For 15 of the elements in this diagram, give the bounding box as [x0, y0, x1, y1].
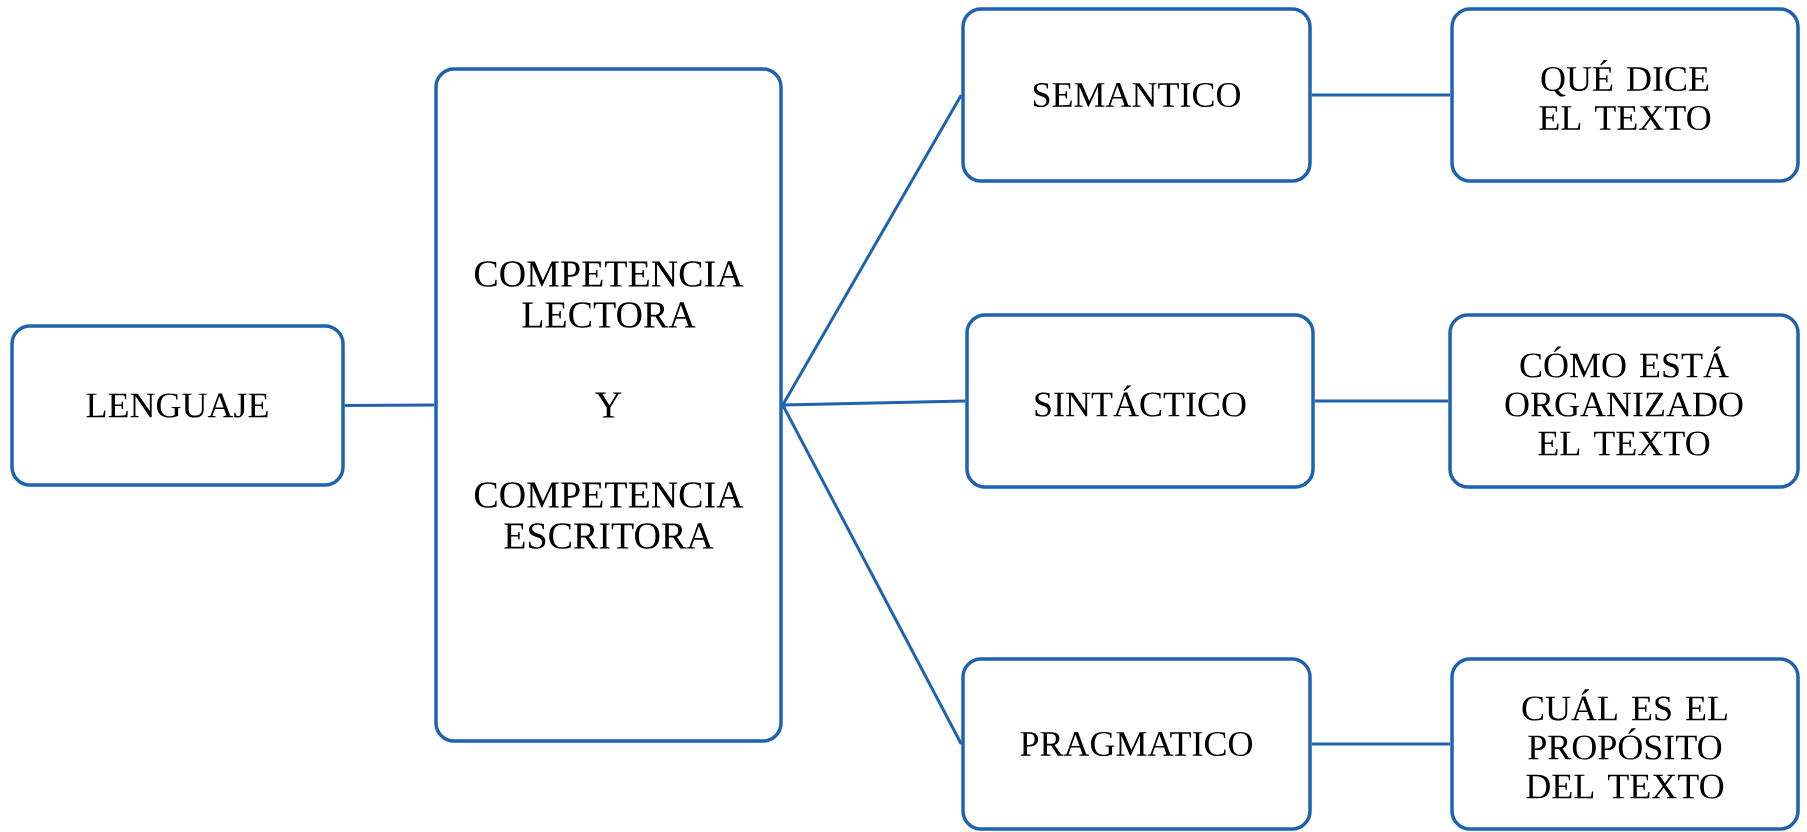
- concept-box: SINTÁCTICO: [965, 313, 1315, 489]
- concept-box: SEMANTICO: [961, 7, 1312, 183]
- concept-box: COMPETENCIA LECTORA Y COMPETENCIA ESCRITORA: [434, 67, 783, 743]
- concept-box: QUÉ DICE EL TEXTO: [1450, 7, 1800, 183]
- concept-box: CÓMO ESTÁ ORGANIZADO EL TEXTO: [1448, 313, 1800, 489]
- connector-line: [1311, 93, 1451, 97]
- connector-line: [782, 399, 966, 407]
- connector-line: [1314, 399, 1449, 403]
- concept-box: PRAGMATICO: [961, 657, 1312, 831]
- concept-box: LENGUAJE: [10, 324, 345, 487]
- connector-line: [781, 404, 963, 745]
- connector-line: [344, 403, 435, 407]
- connector-line: [781, 94, 963, 406]
- concept-box: CUÁL ES EL PROPÓSITO DEL TEXTO: [1450, 657, 1800, 831]
- connector-line: [1311, 742, 1451, 746]
